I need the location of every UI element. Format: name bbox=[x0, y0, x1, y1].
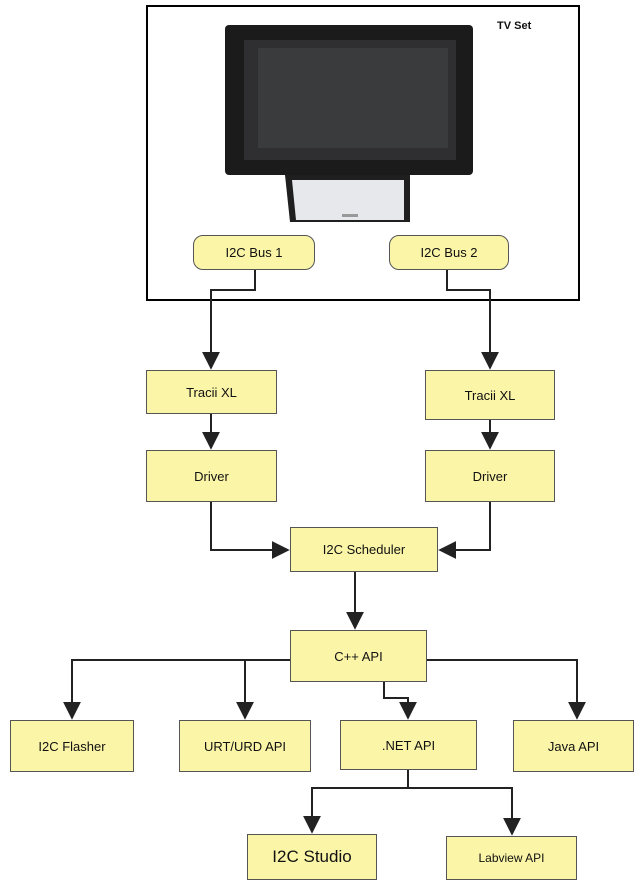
labview-api-node: Labview API bbox=[446, 836, 577, 880]
connector-cpp-urt bbox=[236, 659, 290, 720]
i2c-bus-1-node: I2C Bus 1 bbox=[193, 235, 315, 270]
java-api-node: Java API bbox=[513, 720, 634, 772]
i2c-bus-2-node: I2C Bus 2 bbox=[389, 235, 509, 270]
connector-driver-scheduler-left bbox=[210, 502, 290, 559]
driver-left-node: Driver bbox=[146, 450, 277, 502]
tracii-xl-left-node: Tracii XL bbox=[146, 370, 277, 414]
connector-cpp-java bbox=[427, 659, 586, 720]
i2c-studio-node: I2C Studio bbox=[247, 834, 377, 880]
tracii-xl-right-node: Tracii XL bbox=[425, 370, 555, 420]
i2c-flasher-node: I2C Flasher bbox=[10, 720, 134, 772]
driver-right-node: Driver bbox=[425, 450, 555, 502]
connector-bus2-tracii bbox=[446, 270, 499, 370]
connectors bbox=[63, 270, 586, 836]
tv-set-label: TV Set bbox=[497, 20, 532, 32]
connector-cpp-flasher bbox=[63, 659, 290, 720]
i2c-scheduler-node: I2C Scheduler bbox=[290, 527, 438, 572]
television-icon bbox=[225, 25, 473, 222]
net-api-node: .NET API bbox=[340, 720, 477, 770]
connector-driver-scheduler-right bbox=[438, 502, 491, 559]
connector-cpp-net bbox=[383, 682, 417, 720]
connector-bus1-tracii bbox=[202, 270, 256, 370]
connector-net-branch bbox=[311, 770, 513, 832]
urt-urd-api-node: URT/URD API bbox=[179, 720, 311, 772]
cpp-api-node: C++ API bbox=[290, 630, 427, 682]
